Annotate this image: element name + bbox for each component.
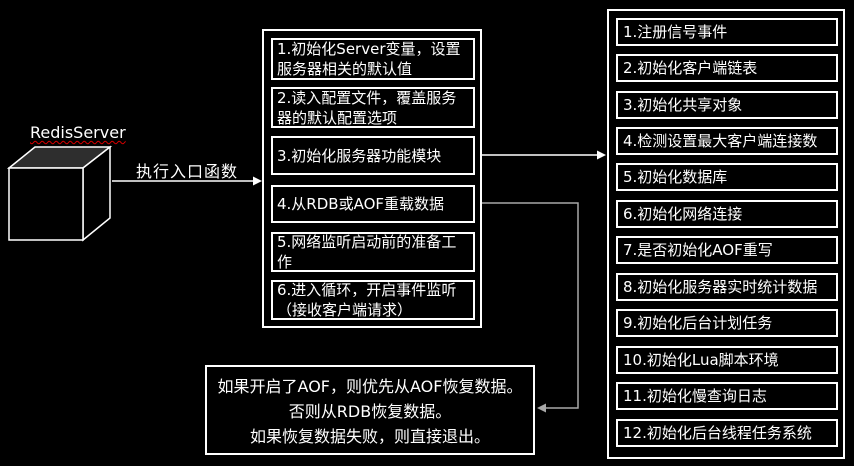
init-modules-arrow (476, 150, 606, 160)
cube-front-face (8, 167, 84, 241)
aof-recovery-note: 如果开启了AOF，则优先从AOF恢复数据。 否则从RDB恢复数据。 如果恢复数据… (205, 365, 535, 455)
main-step-2: 2.读入配置文件，覆盖服务 器的默认配置选项 (271, 87, 475, 128)
note-line-3: 如果恢复数据失败，则直接退出。 (249, 427, 490, 446)
init-step-4: 4.检测设置最大客户端连接数 (616, 127, 838, 155)
init-step-1: 1.注册信号事件 (616, 18, 838, 46)
init-step-10: 10.初始化Lua脚本环境 (616, 346, 838, 374)
main-step-4: 4.从RDB或AOF重载数据 (271, 185, 475, 223)
note-line-2: 否则从RDB恢复数据。 (288, 402, 452, 421)
main-step-1: 1.初始化Server变量，设置 服务器相关的默认值 (271, 38, 475, 80)
note-line-1: 如果开启了AOF，则优先从AOF恢复数据。 (217, 377, 523, 396)
init-step-6: 6.初始化网络连接 (616, 200, 838, 228)
entry-arrow (112, 176, 262, 186)
entry-arrow-label: 执行入口函数 (135, 162, 238, 181)
init-step-12: 12.初始化后台线程任务系统 (616, 419, 838, 447)
reload-data-arrow (476, 202, 579, 413)
init-step-2: 2.初始化客户端链表 (616, 54, 838, 82)
init-step-9: 9.初始化后台计划任务 (616, 309, 838, 337)
main-flow-container: 1.初始化Server变量，设置 服务器相关的默认值 2.读入配置文件，覆盖服务… (262, 29, 482, 328)
init-steps-container: 1.注册信号事件 2.初始化客户端链表 3.初始化共享对象 4.检测设置最大客户… (607, 9, 845, 459)
init-step-5: 5.初始化数据库 (616, 163, 838, 191)
cube-label: RedisServer (30, 123, 126, 142)
main-step-5: 5.网络监听启动前的准备工 作 (271, 232, 475, 272)
redis-server-cube (6, 145, 113, 242)
init-step-11: 11.初始化慢查询日志 (616, 382, 838, 410)
init-step-7: 7.是否初始化AOF重写 (616, 236, 838, 264)
main-step-3: 3.初始化服务器功能模块 (271, 136, 475, 175)
init-step-8: 8.初始化服务器实时统计数据 (616, 273, 838, 301)
init-step-3: 3.初始化共享对象 (616, 91, 838, 119)
main-step-6: 6.进入循环，开启事件监听 （接收客户端请求） (271, 280, 475, 320)
